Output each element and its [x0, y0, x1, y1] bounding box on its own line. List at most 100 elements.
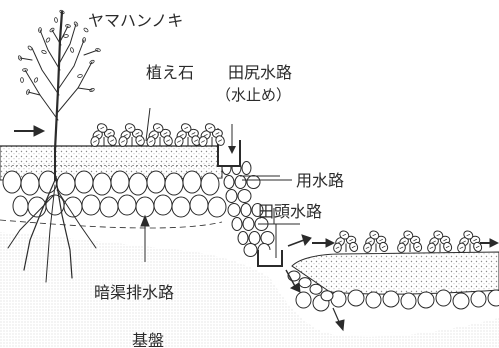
stone: [452, 292, 470, 310]
leaf: [59, 9, 65, 15]
irrigation-canal-label: 用水路: [296, 171, 344, 190]
wall-stone: [251, 203, 264, 217]
leaf: [95, 48, 101, 52]
stone: [189, 194, 209, 216]
lower-paddy-soil: [291, 251, 499, 295]
crop-plant: [457, 230, 483, 253]
stone: [171, 196, 191, 218]
tajiri-canal-sublabel: （水止め）: [216, 86, 291, 104]
tagashira-canal-label: 田頭水路: [258, 202, 322, 221]
leaf: [33, 77, 39, 83]
stone: [298, 277, 312, 289]
lower-stone-layer: [287, 270, 499, 312]
stone: [200, 172, 220, 196]
leaf: [41, 49, 47, 55]
stone: [295, 291, 312, 309]
crop-plant: [198, 123, 225, 147]
leaf: [20, 77, 24, 83]
wall-stone: [248, 231, 261, 245]
stone: [135, 196, 155, 218]
wall-stone: [243, 243, 258, 257]
leaf: [89, 88, 95, 92]
stone: [382, 290, 400, 308]
stone: [20, 172, 40, 196]
crop-plant: [146, 123, 173, 147]
wall-stone: [227, 203, 241, 217]
leaf: [45, 37, 51, 43]
stone: [435, 289, 452, 307]
stone-retaining-wall: [221, 161, 275, 257]
leaf: [77, 74, 83, 78]
leaf: [83, 27, 89, 33]
leaf: [65, 24, 71, 28]
stone: [400, 292, 417, 310]
stone: [182, 170, 202, 194]
stone: [117, 194, 137, 216]
wall-stone: [231, 217, 243, 231]
leaf: [17, 55, 23, 61]
wall-stone: [240, 203, 252, 217]
stone: [56, 172, 76, 196]
leaf: [82, 37, 86, 43]
stone: [146, 170, 166, 194]
stone: [470, 290, 487, 308]
stone: [74, 170, 94, 194]
stone: [128, 172, 148, 196]
leaf: [27, 45, 33, 51]
lower-crop-plants: [333, 230, 483, 253]
stone: [153, 194, 173, 216]
crop-plant: [363, 230, 389, 253]
wall-stone: [223, 175, 235, 189]
leaf: [49, 27, 55, 33]
upper-crop-plants: [90, 123, 225, 147]
stone: [330, 290, 347, 308]
wall-stone: [237, 231, 249, 245]
stone: [309, 283, 323, 295]
wall-stone: [237, 189, 252, 203]
stone: [110, 170, 130, 194]
stone: [347, 289, 365, 307]
stone: [487, 289, 499, 307]
wall-stone: [241, 161, 252, 175]
tree-label: ヤマハンノキ: [88, 11, 183, 30]
leaf: [26, 89, 30, 95]
crop-plant: [90, 123, 117, 147]
stone: [207, 196, 227, 218]
crop-plant: [333, 230, 359, 253]
crop-plant: [397, 230, 423, 253]
leaf: [54, 17, 58, 23]
leaf: [63, 34, 69, 38]
flow-arrows: [14, 107, 499, 332]
tree-foliage: [17, 9, 101, 95]
stone: [320, 290, 334, 302]
wall-stone: [260, 231, 275, 245]
leaf: [38, 27, 42, 33]
underdrain-label: 暗渠排水路: [94, 283, 174, 302]
leaf: [89, 59, 95, 65]
leaf: [73, 21, 79, 27]
tajiri-canal-label: 田尻水路: [228, 63, 292, 82]
wall-stone: [225, 189, 238, 203]
stone: [99, 196, 119, 218]
stone: [2, 170, 22, 194]
stone: [92, 172, 112, 196]
wall-stone: [234, 175, 247, 189]
leaf: [22, 68, 28, 72]
crop-plant: [174, 123, 201, 147]
upper-stone-layer: [0, 170, 227, 229]
stone: [164, 172, 184, 196]
bedrock-area: [0, 232, 499, 348]
stone: [81, 194, 101, 216]
stone: [12, 195, 29, 217]
stone: [417, 291, 435, 309]
alder-tree: [7, 10, 99, 283]
crop-plant: [427, 230, 453, 253]
planted-stones-label: 植え石: [146, 63, 194, 82]
bedrock-label: 基盤: [132, 331, 164, 348]
wall-stone: [242, 217, 255, 231]
leaf: [70, 47, 74, 53]
tagashira-canal-channel: [257, 250, 283, 267]
crop-plant: [118, 123, 145, 147]
stone: [365, 291, 382, 309]
